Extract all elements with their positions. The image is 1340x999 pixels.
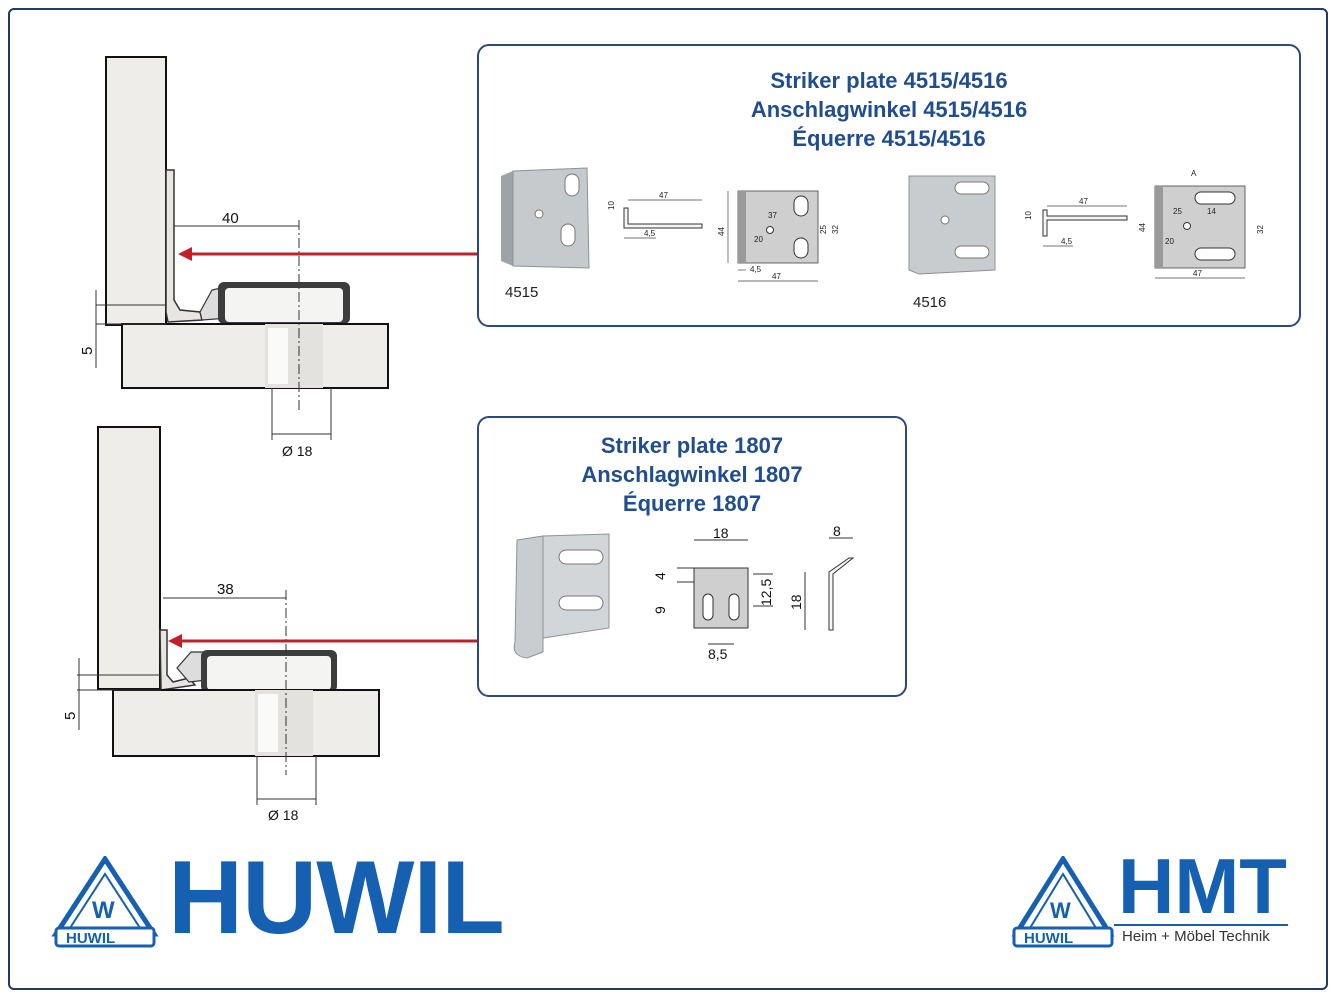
svg-text:25: 25 bbox=[819, 225, 828, 234]
overlay-dim-label: 40 bbox=[222, 210, 239, 227]
svg-text:47: 47 bbox=[1079, 197, 1088, 206]
hmt-wordmark: HMT bbox=[1118, 842, 1287, 930]
drawing-4516-side: 47 10 4,5 bbox=[1024, 197, 1128, 247]
title-fr: Équerre 1807 bbox=[622, 491, 762, 516]
hmt-huwil-badge-logo: W HUWIL bbox=[1011, 856, 1115, 948]
drawing-4516-front: A 25 14 20 32 44 47 bbox=[1138, 169, 1265, 279]
svg-text:10: 10 bbox=[607, 201, 616, 210]
svg-text:44: 44 bbox=[1138, 223, 1147, 232]
svg-text:18: 18 bbox=[789, 594, 804, 610]
svg-text:14: 14 bbox=[1207, 207, 1216, 216]
arrow-to-1807 bbox=[168, 634, 478, 648]
huwil-wordmark: HUWIL bbox=[168, 840, 505, 956]
svg-text:18: 18 bbox=[713, 526, 729, 541]
gap-dim-label: 5 bbox=[62, 712, 79, 720]
svg-text:20: 20 bbox=[754, 235, 763, 244]
svg-text:25: 25 bbox=[1173, 207, 1182, 216]
svg-text:8,5: 8,5 bbox=[708, 646, 728, 662]
title-en: Striker plate 4515/4516 bbox=[770, 68, 1008, 93]
svg-text:12,5: 12,5 bbox=[758, 579, 774, 606]
svg-text:32: 32 bbox=[1256, 225, 1265, 234]
panel-1807: Striker plate 1807 Anschlagwinkel 1807 É… bbox=[477, 416, 907, 697]
photo-4515 bbox=[501, 167, 590, 269]
svg-text:A: A bbox=[1191, 169, 1197, 178]
svg-text:8: 8 bbox=[833, 526, 841, 539]
title-de: Anschlagwinkel 4515/4516 bbox=[750, 97, 1028, 122]
label-4515: 4515 bbox=[505, 284, 539, 301]
hmt-divider bbox=[1114, 924, 1288, 926]
svg-text:47: 47 bbox=[659, 191, 668, 200]
svg-text:10: 10 bbox=[1024, 211, 1033, 220]
svg-text:4,5: 4,5 bbox=[644, 229, 656, 238]
cabinet-side bbox=[112, 689, 380, 757]
gap-dim-label: 5 bbox=[79, 347, 96, 355]
overlay-dim-label: 38 bbox=[217, 581, 234, 598]
svg-text:44: 44 bbox=[717, 227, 726, 236]
bore-dim-label: Ø 18 bbox=[282, 443, 313, 459]
svg-text:W: W bbox=[1050, 898, 1071, 923]
panel-4515-4516: Striker plate 4515/4516 Anschlagwinkel 4… bbox=[477, 44, 1301, 327]
drawing-1807-side: 8 18 bbox=[789, 526, 855, 631]
svg-text:4,5: 4,5 bbox=[750, 265, 762, 274]
drawing-4515-side: 47 10 4,5 bbox=[607, 191, 703, 239]
svg-text:HUWIL: HUWIL bbox=[66, 930, 115, 947]
svg-text:9: 9 bbox=[652, 606, 668, 614]
hinge-diagram-top: 40 5 Ø 18 bbox=[79, 56, 389, 459]
svg-text:37: 37 bbox=[768, 211, 777, 220]
label-4516: 4516 bbox=[913, 294, 947, 311]
page-frame bbox=[8, 8, 1328, 990]
drawing-1807-front: 18 4 9 12,5 8,5 bbox=[652, 526, 774, 662]
arrow-to-4515 bbox=[178, 247, 478, 261]
title-de: Anschlagwinkel 1807 bbox=[581, 462, 803, 487]
title-fr: Équerre 4515/4516 bbox=[792, 126, 986, 151]
svg-text:4: 4 bbox=[652, 572, 668, 580]
door-panel bbox=[97, 426, 161, 690]
svg-text:4,5: 4,5 bbox=[1061, 237, 1073, 246]
svg-text:47: 47 bbox=[1193, 269, 1202, 278]
svg-text:W: W bbox=[92, 897, 115, 924]
photo-1807 bbox=[513, 533, 610, 659]
hinge-cup-face bbox=[225, 288, 343, 322]
photo-4516 bbox=[908, 175, 996, 275]
drawing-4515-front: 37 20 25 32 44 4,5 47 bbox=[717, 190, 840, 282]
huwil-badge-logo: W HUWIL bbox=[51, 856, 159, 948]
svg-text:32: 32 bbox=[831, 225, 840, 234]
hinge-diagram-bottom: 38 5 Ø 18 bbox=[62, 426, 380, 823]
door-panel bbox=[105, 56, 167, 326]
svg-text:20: 20 bbox=[1165, 237, 1174, 246]
svg-text:47: 47 bbox=[772, 272, 781, 281]
bore-dim-label: Ø 18 bbox=[268, 807, 299, 823]
title-en: Striker plate 1807 bbox=[600, 433, 784, 458]
svg-text:HUWIL: HUWIL bbox=[1024, 930, 1073, 947]
hmt-tagline: Heim + Möbel Technik bbox=[1122, 928, 1270, 945]
cabinet-side bbox=[121, 323, 389, 389]
